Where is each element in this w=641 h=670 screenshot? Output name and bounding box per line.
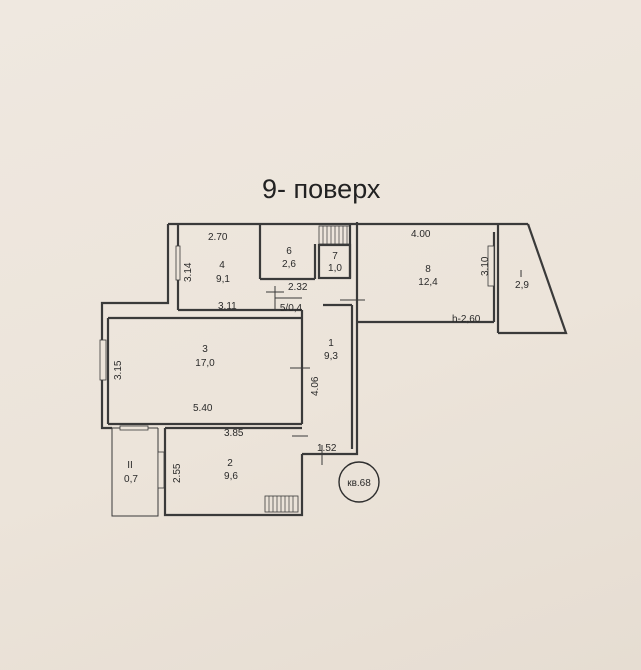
balcony-II-number: II — [127, 460, 133, 471]
dim-room4-bottom: 3.11 — [218, 301, 237, 312]
room-8-area: 12,4 — [418, 277, 438, 288]
dim-bath-width: 2.32 — [288, 282, 308, 293]
floor-title: 9- поверх — [262, 174, 381, 204]
door-marks — [266, 291, 365, 465]
room-2-area: 9,6 — [224, 471, 238, 482]
balcony-I-number: I — [520, 269, 523, 280]
dim-balcony-height: 3.10 — [480, 256, 491, 276]
room-3-number: 3 — [202, 344, 208, 355]
dim-room2-width: 3.85 — [224, 428, 244, 439]
ceiling-height: h-2,60 — [452, 314, 481, 325]
balcony-I-area: 2,9 — [515, 280, 529, 291]
dim-corridor-length: 4.06 — [310, 376, 321, 396]
interior-walls — [106, 224, 500, 449]
dim-room8-width: 4.00 — [411, 229, 431, 240]
dim-room3-height: 3.15 — [113, 360, 124, 380]
room-8-number: 8 — [425, 264, 431, 275]
windows — [99, 245, 495, 489]
apartment-badge: кв.68 — [338, 461, 380, 503]
dim-room2-height: 2.55 — [172, 463, 183, 483]
room-7-number: 7 — [332, 251, 338, 262]
dim-corridor-bottom: 1.52 — [317, 443, 337, 454]
dim-room4-height: 3.14 — [183, 262, 194, 282]
dimension-labels: 2.70 3.14 3.11 4.00 3.10 h-2,60 2.32 3.1… — [113, 229, 491, 483]
room-6-area: 2,6 — [282, 259, 296, 270]
dim-room3-width: 5.40 — [193, 403, 213, 414]
balcony-II-area: 0,7 — [124, 474, 138, 485]
room-4-area: 9,1 — [216, 274, 230, 285]
room-7-area: 1,0 — [328, 263, 342, 274]
room-4-number: 4 — [219, 260, 225, 271]
room-3-area: 17,0 — [195, 358, 215, 369]
room-1-number: 1 — [328, 338, 334, 349]
grid-symbols — [264, 225, 351, 513]
room-1-area: 9,3 — [324, 351, 338, 362]
room-2-number: 2 — [227, 458, 233, 469]
outer-walls — [100, 222, 568, 517]
apartment-badge-text: кв.68 — [347, 478, 371, 489]
room-5-label: 5/0,4 — [280, 303, 303, 314]
dim-room4-width: 2.70 — [208, 232, 228, 243]
room-6-number: 6 — [286, 246, 292, 257]
room-labels: 4 9,1 6 2,6 7 1,0 8 12,4 I 2,9 3 17,0 1 … — [124, 246, 529, 485]
